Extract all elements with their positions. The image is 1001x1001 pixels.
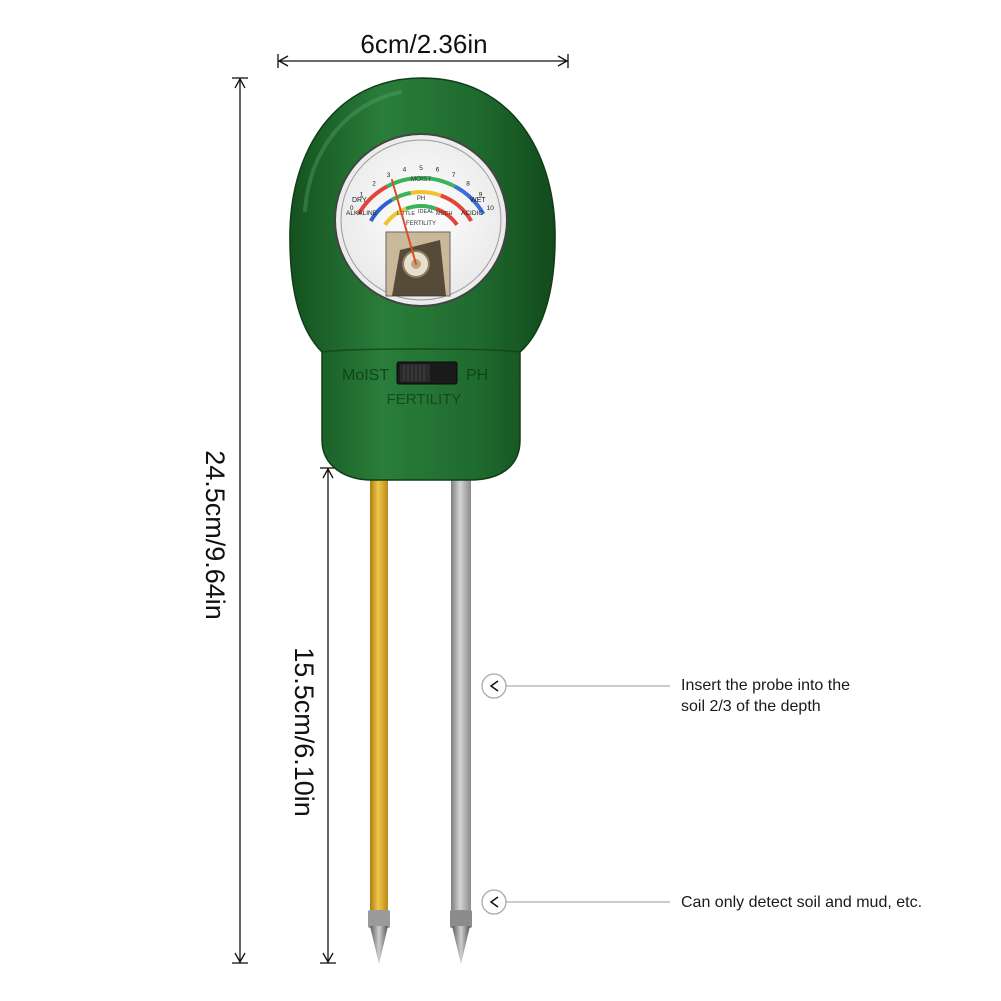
arrow-left-icon <box>277 55 289 67</box>
scale-arc-segment <box>383 206 407 227</box>
chevron-left-icon <box>489 680 499 692</box>
dial-scale-numbers: 01 2 3 4 5 6 7 8 9 10 <box>350 165 494 212</box>
annotation-line: Can only detect soil and mud, etc. <box>681 894 923 911</box>
scale-arc-segment <box>440 193 473 223</box>
dial-fertility-label: FERTILITY <box>406 221 436 227</box>
mode-switch[interactable] <box>396 361 458 385</box>
switch-moist-label: MoIST <box>342 367 389 384</box>
scale-arc-segment <box>405 204 437 211</box>
scale-arc-segment <box>356 184 389 216</box>
dial-ideal-label: IDEAL <box>418 209 434 215</box>
scale-arc-segment <box>435 206 459 227</box>
silver-probe <box>450 470 472 964</box>
height-dimension: 24.5cm/9.64in <box>200 77 248 964</box>
scale-arc-segment <box>410 190 442 198</box>
annotation-line: soil 2/3 of the depth <box>681 698 821 715</box>
gold-probe <box>368 470 390 964</box>
dial-acidic-label: ACIDIC <box>461 210 483 217</box>
dial-alkaline-label: ALKALINE <box>346 210 378 217</box>
probe-length-dimension: 15.5cm/6.10in <box>289 467 336 964</box>
dial-scale-number: 6 <box>436 167 440 174</box>
annotation-soil-only: Can only detect soil and mud, etc. <box>681 892 922 913</box>
meter-dial: MOIST DRY WET PH ALKALINE ACIDIC LITTLE … <box>334 133 508 307</box>
dial-scale-number: 1 <box>360 192 364 199</box>
dial-much-label: MUCH <box>436 211 453 217</box>
dial-scale-number: 8 <box>466 180 470 187</box>
arrow-up-icon <box>234 77 246 89</box>
dial-scale-number: 7 <box>452 172 456 179</box>
width-dimension: 6cm/2.36in <box>277 29 569 68</box>
dial-dry-label: DRY <box>352 197 367 204</box>
probe-tip <box>452 926 470 964</box>
height-label: 24.5cm/9.64in <box>200 450 230 620</box>
probe-tip <box>370 926 388 964</box>
dial-scale-number: 4 <box>403 167 407 174</box>
annotation-probe-depth: Insert the probe into the soil 2/3 of th… <box>681 675 850 717</box>
arrow-down-icon <box>322 952 334 964</box>
dial-scale-number: 0 <box>350 205 354 212</box>
dial-scale-number: 10 <box>487 205 495 212</box>
pointer-circle-icon <box>481 673 507 699</box>
scale-arc-segment <box>390 190 412 202</box>
width-label: 6cm/2.36in <box>360 29 487 59</box>
dial-scale-number: 9 <box>479 192 483 199</box>
pointer-circle-icon <box>481 889 507 915</box>
annotation-line: Insert the probe into the <box>681 677 850 694</box>
arrow-up-icon <box>322 467 334 479</box>
annotation-pointer-2 <box>481 889 670 915</box>
dial-ph-label: PH <box>417 196 425 202</box>
switch-ph-label: PH <box>466 367 488 384</box>
dial-scale-number: 5 <box>419 165 423 172</box>
dial-wet-label: WET <box>470 197 486 204</box>
probe-length-label: 15.5cm/6.10in <box>289 647 319 817</box>
dial-little-label: LITTLE <box>397 211 415 217</box>
dial-scale-number: 3 <box>387 172 391 179</box>
chevron-left-icon <box>489 896 499 908</box>
scale-arc-segment <box>453 184 486 216</box>
arrow-right-icon <box>557 55 569 67</box>
arrow-down-icon <box>234 952 246 964</box>
switch-fertility-label: FERTILITY <box>387 391 462 408</box>
meter-needle <box>391 179 417 265</box>
scale-arc-segment <box>369 198 394 223</box>
dial-scale-number: 2 <box>372 180 376 187</box>
annotation-pointer-1 <box>481 673 670 699</box>
dial-moist-label: MOIST <box>411 176 432 183</box>
